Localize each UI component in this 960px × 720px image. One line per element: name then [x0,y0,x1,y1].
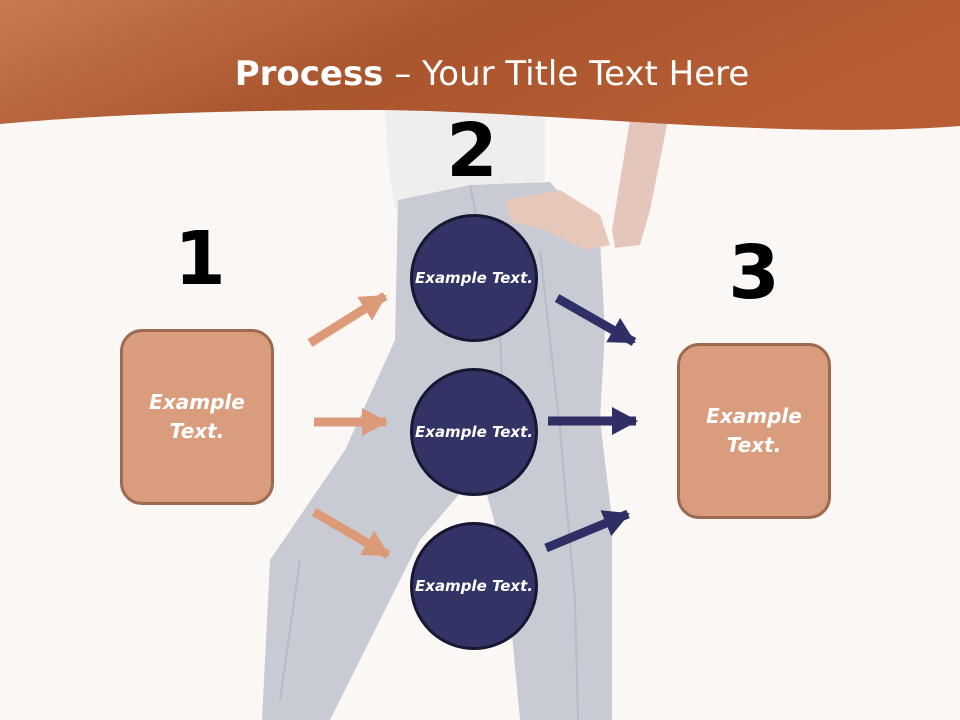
circle-bottom-label: Example Text. [415,576,533,595]
step-2-circle-bottom: Example Text. [410,522,538,650]
arrow-1-to-bottom [311,508,391,559]
circle-middle-label: Example Text. [415,422,533,441]
step-1-number: 1 [174,216,226,302]
header-band [0,0,960,130]
step-1-box: Example Text. [120,329,274,505]
title-bold: Process [234,54,384,94]
step-1-label: Example Text. [149,390,245,443]
arrow-1-to-top [307,292,388,347]
title-rest: – Your Title Text Here [383,54,750,94]
slide-title: Process – Your Title Text Here [0,52,960,96]
step-3-label: Example Text. [706,404,802,457]
arrow-bottom-to-3 [544,509,630,553]
arrow-top-to-3 [554,294,637,346]
step-2-circle-top: Example Text. [410,214,538,342]
step-3-box: Example Text. [677,343,831,519]
step-2-circle-middle: Example Text. [410,368,538,496]
circle-top-label: Example Text. [415,268,533,287]
step-3-number: 3 [728,230,780,316]
step-2-number: 2 [446,108,498,194]
